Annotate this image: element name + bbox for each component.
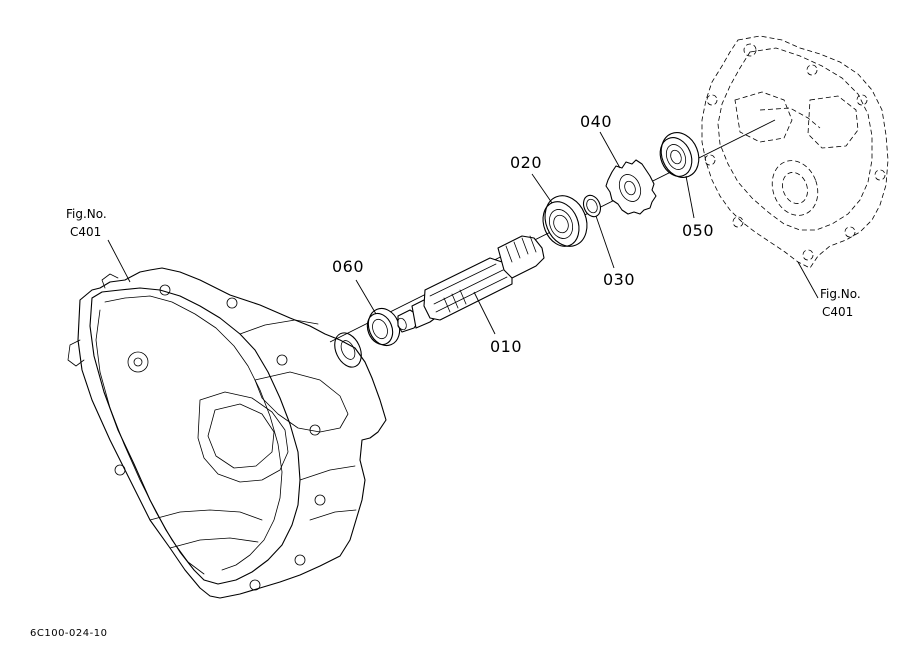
- part-050-bearing: [659, 132, 700, 178]
- left-ref-leader: [107, 239, 131, 283]
- part-label-050: 050: [682, 221, 714, 240]
- part-060-oil-seal: [366, 307, 401, 347]
- drawing-code: 6C100-024-10: [30, 628, 107, 639]
- leader-050: [685, 175, 695, 219]
- right-fig-code: C401: [822, 305, 853, 319]
- right-fig-label: Fig.No.: [820, 287, 861, 301]
- part-label-010: 010: [490, 337, 522, 356]
- leader-010: [473, 291, 496, 335]
- leader-030: [595, 215, 615, 269]
- left-fig-label: Fig.No.: [66, 207, 107, 221]
- part-label-020: 020: [510, 153, 542, 172]
- transmission-housing-left: [67, 267, 387, 599]
- right-ref-leader: [797, 261, 819, 299]
- part-label-060: 060: [332, 257, 364, 276]
- part-label-040: 040: [580, 112, 612, 131]
- cover-housing-right: [701, 35, 889, 269]
- part-020-bearing: [542, 195, 588, 247]
- leader-060: [355, 279, 377, 315]
- part-010-shaft: [397, 235, 545, 333]
- leader-040: [599, 131, 621, 169]
- leader-020: [531, 173, 553, 204]
- part-040-gear: [605, 159, 657, 215]
- left-fig-code: C401: [70, 225, 101, 239]
- part-label-030: 030: [603, 270, 635, 289]
